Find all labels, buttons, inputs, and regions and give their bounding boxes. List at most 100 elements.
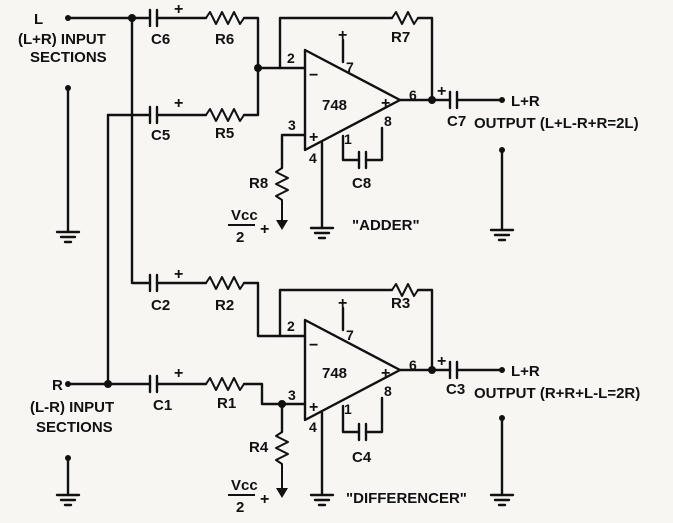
wire-l-to-c2 bbox=[130, 16, 152, 285]
wire-r1-pin3 bbox=[242, 382, 307, 406]
capacitor-c4 bbox=[357, 422, 368, 442]
pin3-bottom: 3 bbox=[288, 387, 296, 403]
adder-section: L (L+R) INPUT SECTIONS + C6 R6 + C5 R5 bbox=[18, 1, 639, 285]
pin2-top: 2 bbox=[287, 50, 295, 66]
pin3-top: 3 bbox=[288, 117, 296, 133]
resistor-r3 bbox=[391, 283, 419, 297]
capacitor-c8 bbox=[357, 150, 368, 170]
wire-r2-pin2 bbox=[242, 281, 307, 338]
c3-label: C3 bbox=[446, 381, 465, 398]
r2-label: R2 bbox=[215, 297, 234, 314]
vcc-bottom: Vcc bbox=[231, 477, 258, 494]
opamp-diff-outsign: + bbox=[381, 365, 390, 382]
vcc-bottom-plus: + bbox=[260, 491, 269, 508]
vplus-top: + bbox=[338, 27, 347, 44]
c2-plus-sign: + bbox=[174, 266, 183, 283]
r3-label: R3 bbox=[391, 295, 410, 312]
pin1-top: 1 bbox=[344, 131, 352, 147]
resistor-r7 bbox=[391, 11, 419, 25]
resistor-r2 bbox=[205, 276, 245, 290]
c5-label: C5 bbox=[151, 127, 170, 144]
adder-caption: "ADDER" bbox=[352, 217, 420, 234]
c1-label: C1 bbox=[153, 397, 172, 414]
out-node-bottom: L+R bbox=[511, 363, 540, 380]
wire-c4 bbox=[341, 396, 384, 434]
vcc-top-plus: + bbox=[260, 221, 269, 238]
opamp-748-adder bbox=[303, 48, 402, 152]
resistor-r4 bbox=[275, 431, 289, 490]
wire-feedback-r3-right bbox=[416, 288, 434, 374]
opamp-adder-label: 748 bbox=[322, 97, 347, 114]
r4-label: R4 bbox=[249, 439, 269, 456]
pin1-bottom: 1 bbox=[344, 401, 352, 417]
c2-label: C2 bbox=[151, 297, 170, 314]
c7-plus-sign: + bbox=[437, 83, 446, 100]
pin2-bottom: 2 bbox=[287, 318, 295, 334]
r4-arrow bbox=[276, 488, 288, 498]
input-node-l: L bbox=[34, 11, 43, 28]
output-terminal-top bbox=[499, 97, 505, 103]
input-label-l-line1: (L+R) INPUT bbox=[18, 31, 106, 48]
opamp-adder-inv: − bbox=[309, 67, 318, 84]
c8-label: C8 bbox=[352, 175, 371, 192]
ground-icon bbox=[55, 230, 81, 244]
input-label-l-line2: SECTIONS bbox=[30, 49, 107, 66]
pin4-bottom: 4 bbox=[309, 419, 317, 435]
c1-plus-sign: + bbox=[174, 365, 183, 382]
pin4-top: 4 bbox=[309, 150, 317, 166]
pin8-bottom: 8 bbox=[384, 383, 392, 399]
c6-plus-sign: + bbox=[174, 1, 183, 18]
resistor-r5 bbox=[205, 108, 245, 122]
ground-icon bbox=[489, 228, 515, 242]
resistor-r6 bbox=[205, 11, 245, 25]
differencer-caption: "DIFFERENCER" bbox=[346, 490, 467, 507]
c7-label: C7 bbox=[447, 113, 466, 130]
differencer-section: + C2 R2 R3 R (L-R) INPUT SECTIONS + C1 R… bbox=[30, 113, 640, 516]
opamp-diff-noninv: + bbox=[309, 399, 318, 416]
vcc-bottom-den: 2 bbox=[236, 499, 244, 516]
wire-pin3-r8 bbox=[280, 133, 307, 170]
opamp-diff-label: 748 bbox=[322, 365, 347, 382]
vplus-bottom: + bbox=[338, 295, 347, 312]
wire-feedback-r3-left bbox=[278, 288, 394, 338]
opamp-diff-inv: − bbox=[309, 337, 318, 354]
c5-plus-sign: + bbox=[174, 95, 183, 112]
wire-feedback-r7-right bbox=[416, 16, 434, 102]
r8-label: R8 bbox=[249, 175, 268, 192]
r1-label: R1 bbox=[217, 395, 236, 412]
c6-label: C6 bbox=[151, 31, 170, 48]
pin8-top: 8 bbox=[384, 113, 392, 129]
pin7-bottom: 7 bbox=[346, 327, 354, 343]
output-terminal-bottom bbox=[499, 367, 505, 373]
resistor-r8 bbox=[275, 167, 289, 222]
ground-icon bbox=[309, 226, 335, 240]
pin6-top: 6 bbox=[409, 87, 417, 103]
input-label-r-line2: SECTIONS bbox=[36, 419, 113, 436]
wire-r5-node bbox=[242, 66, 260, 117]
input-node-r: R bbox=[52, 377, 63, 394]
r7-label: R7 bbox=[391, 29, 410, 46]
ground-icon bbox=[309, 493, 335, 507]
ground-icon bbox=[55, 493, 81, 507]
opamp-748-differencer bbox=[303, 318, 402, 422]
opamp-adder-outsign: + bbox=[381, 95, 390, 112]
output-label-bottom: OUTPUT (R+R+L-L=2R) bbox=[474, 385, 640, 402]
vcc-top: Vcc bbox=[231, 207, 258, 224]
out-node-top: L+R bbox=[511, 93, 540, 110]
wire-r6-node bbox=[242, 16, 260, 70]
r5-label: R5 bbox=[215, 125, 234, 142]
c4-label: C4 bbox=[352, 449, 372, 466]
wire-feedback-r7-left bbox=[278, 16, 394, 70]
c3-plus-sign: + bbox=[437, 353, 446, 370]
vcc-top-den: 2 bbox=[236, 229, 244, 246]
junction-out-top bbox=[428, 96, 436, 104]
pin7-top: 7 bbox=[346, 59, 354, 75]
input-label-r-line1: (L-R) INPUT bbox=[30, 399, 114, 416]
junction-out-bottom bbox=[428, 366, 436, 374]
wire-c8 bbox=[341, 126, 384, 162]
output-label-top: OUTPUT (L+L-R+R=2L) bbox=[474, 115, 639, 132]
resistor-r1 bbox=[205, 377, 245, 391]
opamp-adder-noninv: + bbox=[309, 129, 318, 146]
r8-arrow bbox=[276, 220, 288, 230]
